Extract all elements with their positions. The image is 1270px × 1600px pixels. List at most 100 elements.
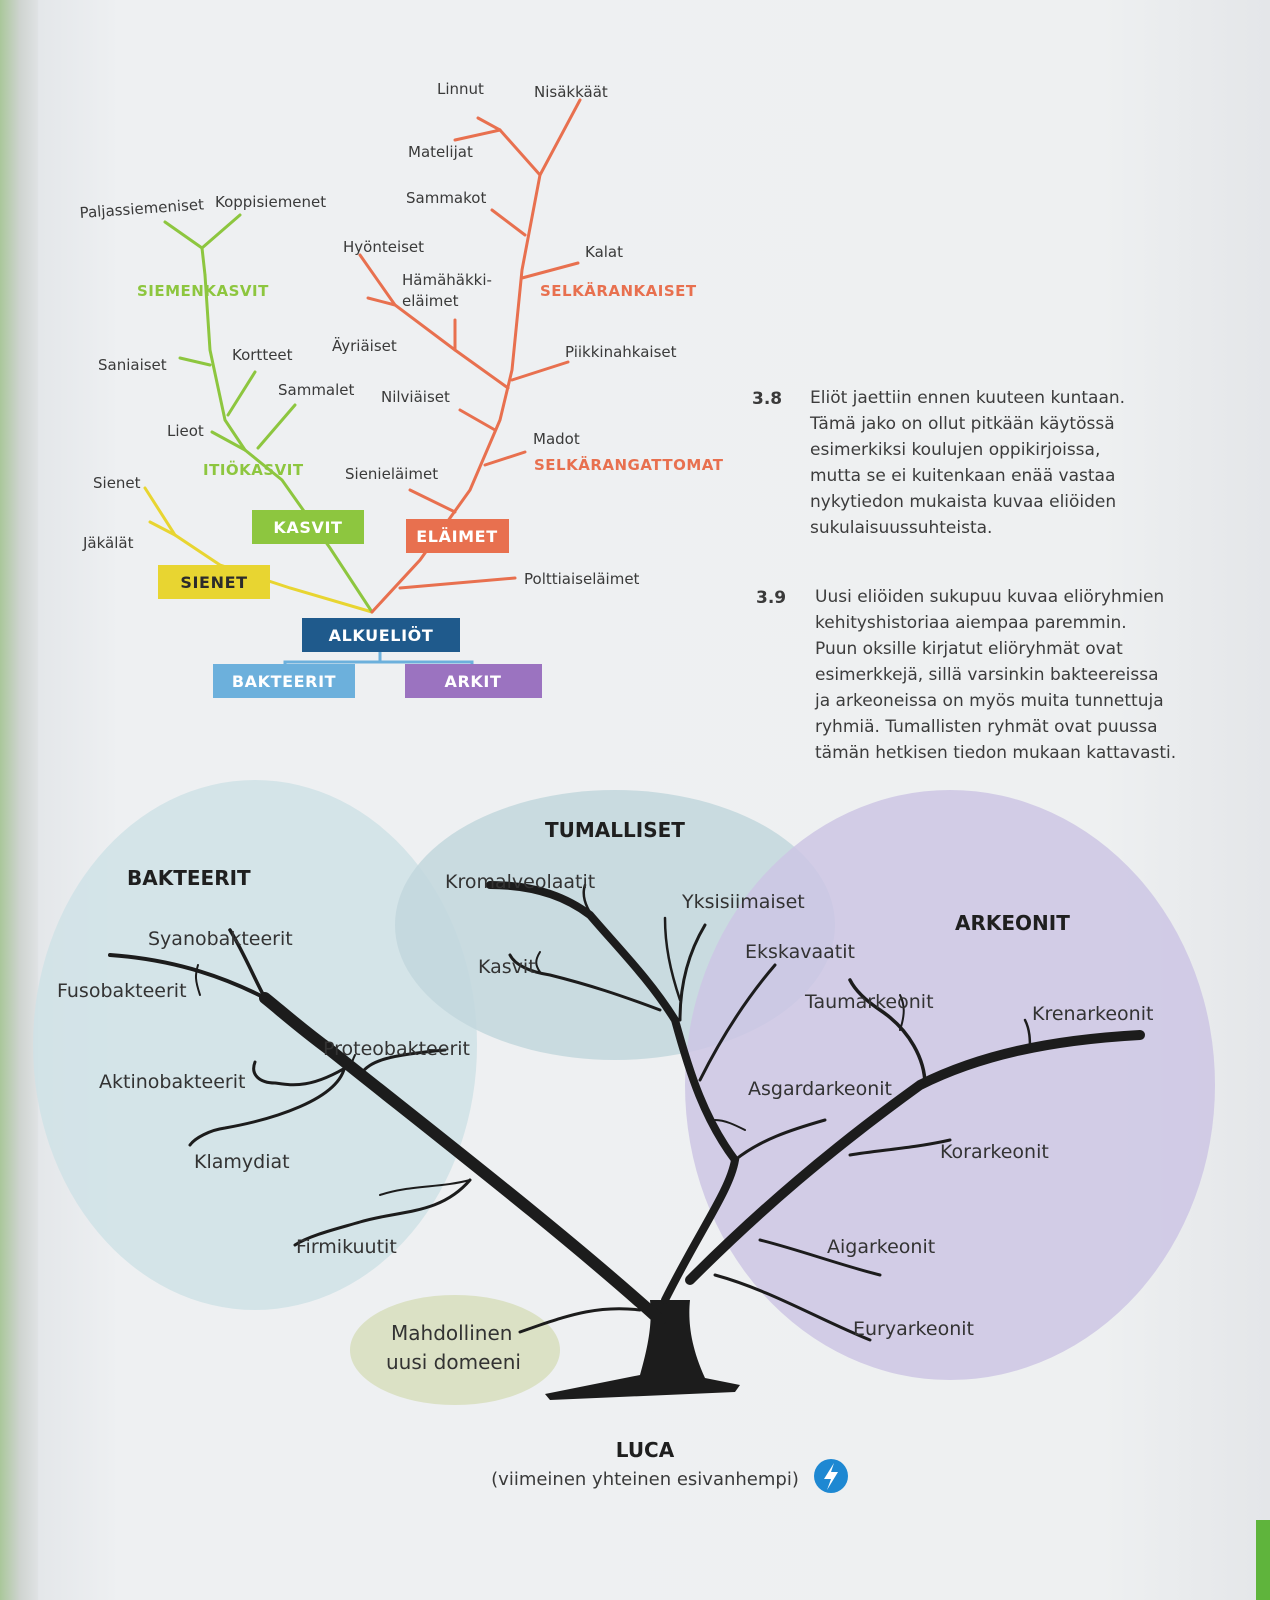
label-sammakot: Sammakot (406, 189, 486, 207)
caption-3-9-text: Uusi eliöiden sukupuu kuvaa eliöryhmien … (815, 584, 1176, 766)
label-sienet-small: Sienet (93, 474, 141, 492)
box-alkueliot: ALKUELIÖT (302, 618, 460, 652)
aktinobakteerit-branch (252, 1060, 352, 1087)
box-arkit: ARKIT (405, 664, 542, 698)
korarkeonit-branch (848, 1138, 952, 1157)
asgard-twig (714, 1119, 746, 1131)
krenarkeonit-twig (1023, 1018, 1032, 1052)
kasvit-branch (508, 953, 662, 1012)
label-taumarkeonit: Taumarkeonit (804, 991, 934, 1013)
caption-3-9-number: 3.9 (756, 588, 787, 608)
box-elaimet: ELÄIMET (406, 519, 509, 553)
caption-3-8-line: Tämä jako on ollut pitkään käytössä (810, 414, 1115, 434)
proteobakteerit-branch (358, 1048, 447, 1077)
kromalveolaatit-twig (582, 883, 607, 934)
kasvit-twig (535, 951, 541, 973)
aktino-lower-branch (188, 1063, 347, 1147)
label-kromalveolaatit: Kromalveolaatit (445, 871, 595, 893)
label-kalat: Kalat (585, 243, 623, 261)
caption-3-9-line: Uusi eliöiden sukupuu kuvaa eliöryhmien (815, 587, 1165, 607)
yksisiimaiset-twig (663, 916, 682, 1002)
caption-3-9-line: tämän hetkisen tiedon mukaan kattavasti. (815, 743, 1177, 763)
archaea-area (685, 790, 1215, 1380)
label-yksisiimaiset: Yksisiimaiset (681, 891, 805, 913)
box-bakteerit-label: BAKTEERIT (232, 672, 336, 691)
caption-3-8-line: mutta se ei kuitenkaan enää vastaa (810, 466, 1116, 486)
box-sienet-label: SIENET (180, 573, 247, 592)
label-new-domain-2: uusi domeeni (386, 1350, 521, 1374)
label-selkarangattomat: SELKÄRANGATTOMAT (534, 455, 724, 474)
label-hamahakki-2: eläimet (402, 292, 459, 310)
arthropod-twig (358, 253, 510, 390)
nilviaiset-twig (458, 408, 497, 432)
new-domain-branch (518, 1307, 642, 1334)
label-hamahakki-1: Hämähäkki- (402, 271, 492, 289)
jakalat-twig (148, 520, 177, 537)
label-ekskavaatit: Ekskavaatit (745, 941, 855, 963)
euryarkeonit-branch (713, 1273, 872, 1342)
label-lieot: Lieot (167, 422, 204, 440)
new-domain-area (350, 1295, 560, 1405)
box-bakteerit-bg (213, 664, 355, 698)
piikkinahkaiset-twig (510, 360, 570, 382)
label-ayriaiset: Äyriäiset (332, 336, 397, 355)
plant-branch (163, 213, 374, 614)
bacteria-area (33, 780, 477, 1310)
box-arkit-label: ARKIT (445, 672, 502, 691)
caption-3-9-line: kehityshistoriaa aiempaa paremmin. (815, 613, 1127, 633)
lightning-icon-bolt (824, 1463, 838, 1490)
caption-3-8-number: 3.8 (752, 389, 783, 409)
eukaryote-limb (486, 881, 740, 1304)
label-polttiaiselaimet: Polttiaiseläimet (524, 570, 640, 588)
old-six-kingdom-tree: Paljassiemeniset Koppisiemenet SIEMENKAS… (79, 80, 724, 698)
lightning-icon[interactable] (814, 1459, 848, 1493)
label-proteobakteerit: Proteobakteerit (323, 1038, 470, 1060)
tree-branches (108, 881, 1145, 1342)
label-syanobakteerit: Syanobakteerit (148, 928, 293, 950)
caption-3-8-line: nykytiedon mukaista kuvaa eliöiden (810, 492, 1117, 512)
chapter-tab (1256, 1520, 1270, 1600)
label-jakalat: Jäkälät (82, 534, 134, 552)
caption-3-8-text: Eliöt jaettiin ennen kuuteen kuntaan. Tä… (810, 385, 1125, 541)
label-siemenkasvit: SIEMENKASVIT (137, 282, 269, 300)
firmi-twig (379, 1179, 471, 1196)
box-kasvit-label: KASVIT (273, 518, 342, 537)
label-aigarkeonit: Aigarkeonit (827, 1236, 935, 1258)
box-alkueliot-label: ALKUELIÖT (329, 626, 434, 645)
saniaiset-twig (178, 356, 212, 367)
label-selkarankaiset: SELKÄRANKAISET (540, 281, 697, 300)
label-paljassiemeniset: Paljassiemeniset (79, 195, 205, 222)
domain-arkeonit: ARKEONIT (955, 911, 1070, 935)
label-new-domain-1: Mahdollinen (391, 1321, 512, 1345)
box-elaimet-bg (406, 519, 509, 553)
box-kasvit-bg (252, 510, 364, 544)
sammalet-twig (256, 403, 297, 450)
tree-trunk (545, 1300, 740, 1400)
label-klamydiat: Klamydiat (194, 1151, 290, 1173)
caption-3-8-line: Eliöt jaettiin ennen kuuteen kuntaan. (810, 388, 1126, 408)
label-sienielaimet: Sienieläimet (345, 465, 438, 483)
proteo-twig (350, 1054, 361, 1076)
domain-bakteerit: BAKTEERIT (127, 866, 251, 890)
label-piikkinahkaiset: Piikkinahkaiset (565, 343, 677, 361)
label-saniaiset: Saniaiset (98, 356, 167, 374)
label-firmikuutit: Firmikuutit (296, 1236, 397, 1258)
fusobakteerit-branch (108, 953, 267, 1000)
linnut-twig (476, 116, 502, 132)
asgard-branch (733, 1118, 827, 1162)
ekskavaatit-branch (698, 963, 777, 1082)
label-sammalet: Sammalet (278, 381, 355, 399)
lieot-twig (210, 430, 247, 452)
box-bakteerit: BAKTEERIT (213, 664, 355, 698)
caption-3-8-line: esimerkiksi koulujen oppikirjoissa, (810, 440, 1101, 460)
label-nilviaiset: Nilviäiset (381, 388, 450, 406)
seed-plant-stem (203, 273, 247, 452)
koppisiemenet-twig (200, 213, 242, 250)
yksisiimaiset-branch (678, 923, 707, 1022)
label-kortteet: Kortteet (232, 346, 293, 364)
label-krenarkeonit: Krenarkeonit (1032, 1003, 1153, 1025)
label-itiokasvit: ITIÖKASVIT (203, 460, 304, 479)
label-asgardarkeonit: Asgardarkeonit (748, 1078, 892, 1100)
